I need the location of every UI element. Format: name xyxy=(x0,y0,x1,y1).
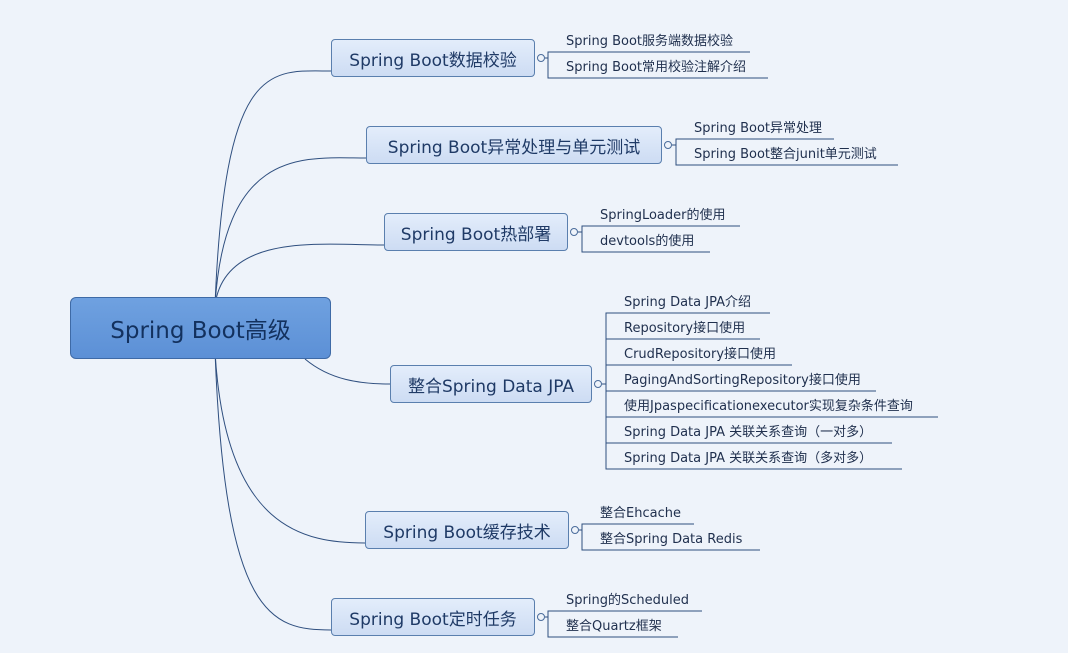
subtopic-label[interactable]: 使用Jpaspecificationexecutor实现复杂条件查询 xyxy=(624,399,913,414)
connector-branch-3-leaf-1 xyxy=(578,225,740,233)
subtopic-label[interactable]: Spring Data JPA 关联关系查询（多对多） xyxy=(624,451,873,466)
subtopic-label[interactable]: SpringLoader的使用 xyxy=(600,208,726,223)
connector-branch-4-leaf-7 xyxy=(602,383,902,470)
subtopic-label[interactable]: PagingAndSortingRepository接口使用 xyxy=(624,373,861,388)
branch-topic-label: Spring Boot定时任务 xyxy=(349,609,517,630)
subtopic-label[interactable]: Spring Boot服务端数据校验 xyxy=(566,34,734,49)
branch-topic-1[interactable]: Spring Boot数据校验 xyxy=(331,39,535,77)
branch-topic-label: Spring Boot热部署 xyxy=(400,224,552,245)
branch-topic-6[interactable]: Spring Boot定时任务 xyxy=(331,598,535,636)
connector-root-to-branch-6 xyxy=(214,350,332,631)
connector-root-to-branch-4 xyxy=(304,358,391,385)
connector-branch-1-leaf-2 xyxy=(545,57,768,79)
subtopic-label[interactable]: Spring Boot整合junit单元测试 xyxy=(694,147,877,162)
branch-topic-5[interactable]: Spring Boot缓存技术 xyxy=(365,511,569,549)
subtopic-label[interactable]: Spring Data JPA 关联关系查询（一对多） xyxy=(624,425,873,440)
connector-branch-1-leaf-1 xyxy=(545,51,750,59)
connector-branch-5-leaf-2 xyxy=(579,529,760,551)
collapse-toggle-icon[interactable] xyxy=(594,380,602,388)
subtopic-label[interactable]: Spring Data JPA介绍 xyxy=(624,295,751,310)
branch-topic-2[interactable]: Spring Boot异常处理与单元测试 xyxy=(366,126,662,164)
branch-topic-label: Spring Boot缓存技术 xyxy=(383,522,551,543)
connector-branch-6-leaf-2 xyxy=(545,616,678,638)
connector-root-to-branch-3 xyxy=(214,243,385,306)
branch-topic-label: 整合Spring Data JPA xyxy=(407,376,575,397)
subtopic-label[interactable]: 整合Ehcache xyxy=(600,506,681,521)
branch-topic-label: Spring Boot异常处理与单元测试 xyxy=(387,137,641,158)
collapse-toggle-icon[interactable] xyxy=(570,228,578,236)
subtopic-label[interactable]: 整合Quartz框架 xyxy=(566,619,662,634)
connector-branch-6-leaf-1 xyxy=(545,610,702,618)
root-topic[interactable]: Spring Boot高级 xyxy=(70,297,331,359)
branch-topic-4[interactable]: 整合Spring Data JPA xyxy=(390,365,592,403)
collapse-toggle-icon[interactable] xyxy=(664,141,672,149)
subtopic-label[interactable]: Spring的Scheduled xyxy=(566,593,689,608)
subtopic-label[interactable]: Repository接口使用 xyxy=(624,321,746,336)
connector-branch-2-leaf-1 xyxy=(672,138,834,146)
branch-topic-3[interactable]: Spring Boot热部署 xyxy=(384,213,568,251)
connector-branch-3-leaf-2 xyxy=(578,231,710,253)
subtopic-label[interactable]: Spring Boot异常处理 xyxy=(694,121,823,136)
root-topic-label: Spring Boot高级 xyxy=(110,318,291,344)
connector-root-to-branch-1 xyxy=(214,70,332,306)
connector-branch-2-leaf-2 xyxy=(672,144,898,166)
branch-topic-label: Spring Boot数据校验 xyxy=(349,50,517,71)
connector-root-to-branch-5 xyxy=(214,350,366,544)
subtopic-label[interactable]: CrudRepository接口使用 xyxy=(624,347,777,362)
collapse-toggle-icon[interactable] xyxy=(537,613,545,621)
subtopic-label[interactable]: 整合Spring Data Redis xyxy=(600,532,743,547)
subtopic-label[interactable]: devtools的使用 xyxy=(600,234,695,249)
collapse-toggle-icon[interactable] xyxy=(571,526,579,534)
connector-root-to-branch-2 xyxy=(214,157,367,306)
subtopic-label[interactable]: Spring Boot常用校验注解介绍 xyxy=(566,60,747,75)
connector-branch-5-leaf-1 xyxy=(579,523,694,531)
collapse-toggle-icon[interactable] xyxy=(537,54,545,62)
